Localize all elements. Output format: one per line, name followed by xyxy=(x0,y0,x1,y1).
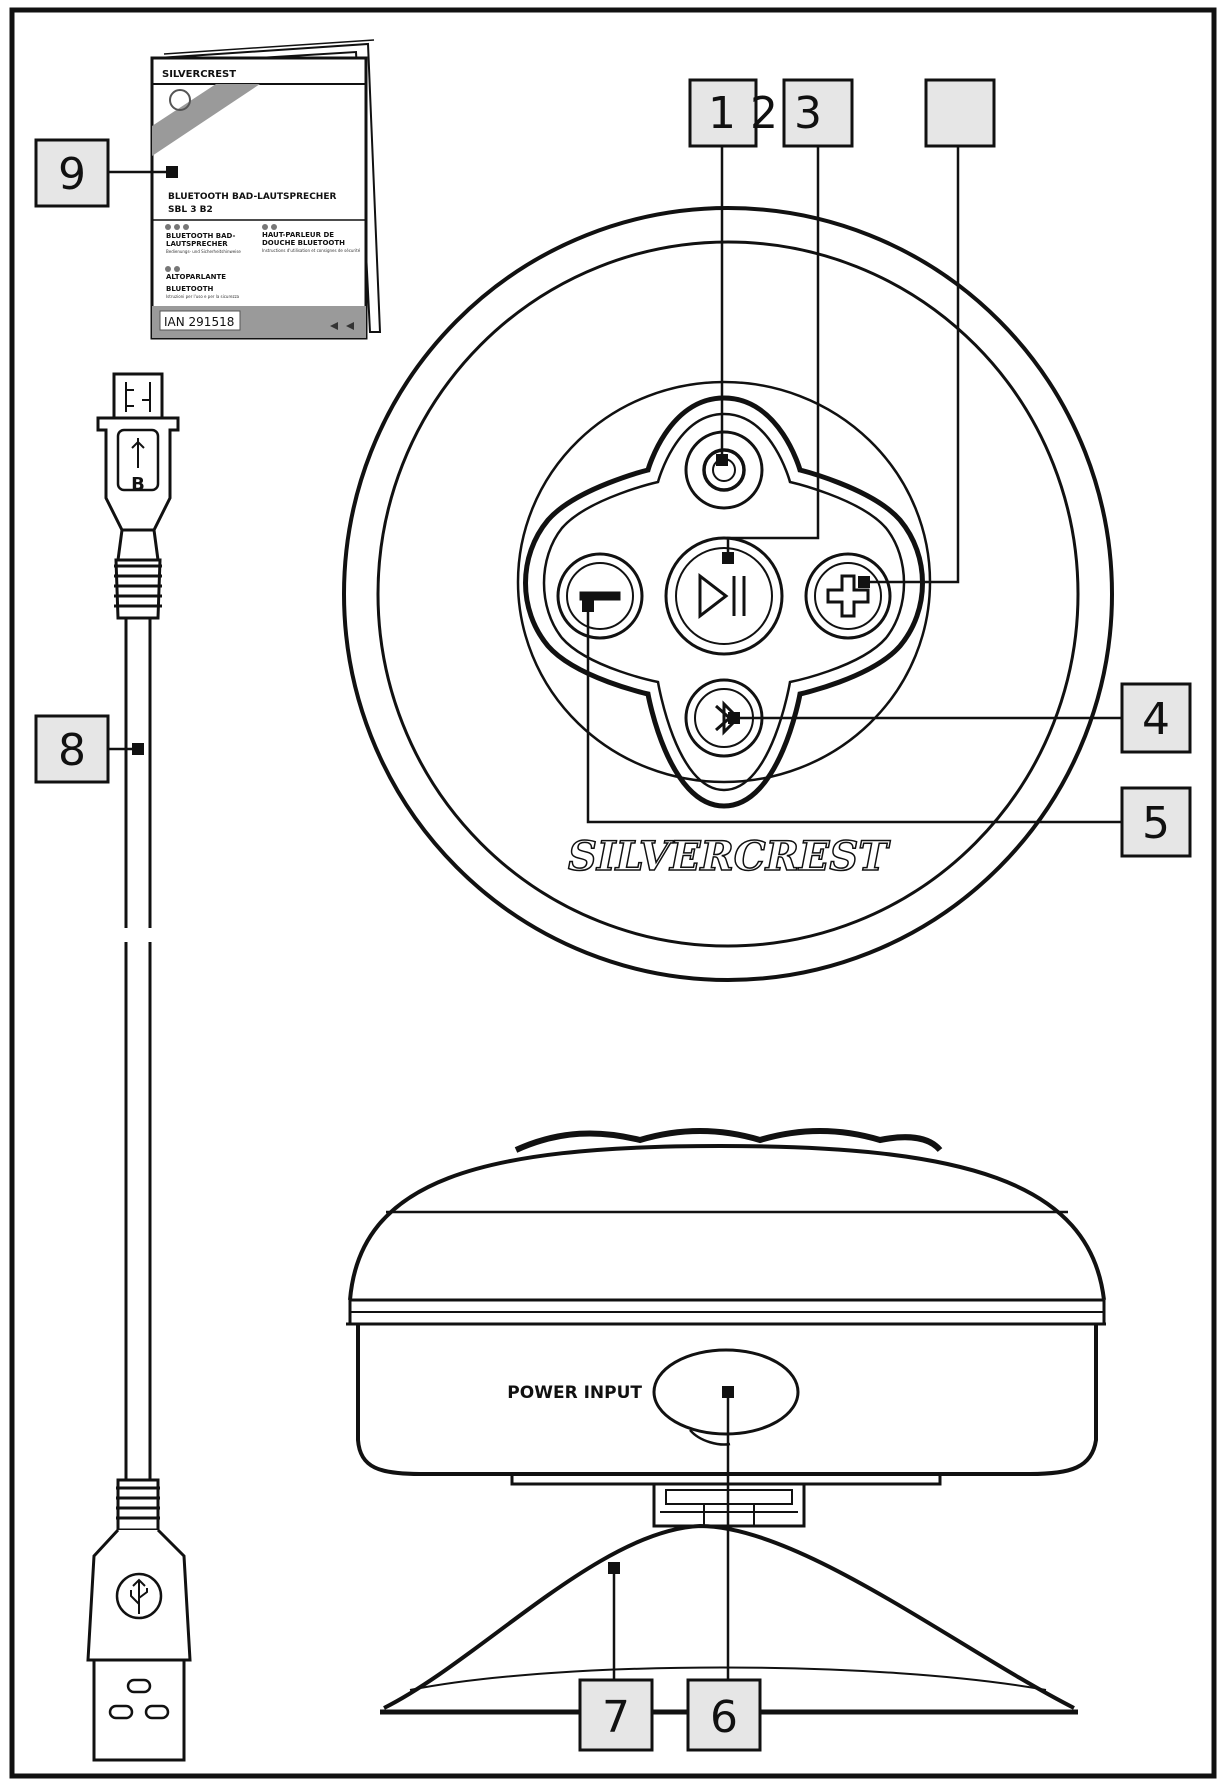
micro-plug-letter: B xyxy=(131,474,145,495)
speaker-dome xyxy=(348,1143,1106,1301)
svg-text:Bedienungs- und Sicherheitshin: Bedienungs- und Sicherheitshinweise xyxy=(166,249,241,254)
play-pause-icon xyxy=(698,572,746,620)
callout-5: 5 xyxy=(582,600,1192,858)
minus-icon xyxy=(579,591,621,601)
callout-2-label: 2 xyxy=(750,88,778,139)
volume-down-button[interactable] xyxy=(556,552,644,640)
callout-3-label: 3 xyxy=(794,88,822,139)
micro-usb-plug: B xyxy=(96,372,180,620)
svg-text:5: 5 xyxy=(1142,798,1170,849)
usb-a-plug xyxy=(86,1478,192,1762)
control-pad xyxy=(523,395,925,809)
callout-7: 7 xyxy=(578,1562,654,1752)
usb-cable: B xyxy=(86,372,192,1762)
speaker-inner-rim xyxy=(376,240,1080,948)
speaker-outer-rim xyxy=(342,206,1114,982)
speaker-side-view: POWER INPUT xyxy=(346,1128,1106,1715)
manual-language-column-it: ALTOPARLANTE BLUETOOTH Istruzioni per l'… xyxy=(165,266,240,299)
svg-text:BLUETOOTH BAD-: BLUETOOTH BAD- xyxy=(166,232,235,240)
svg-text:HAUT-PARLEUR DE: HAUT-PARLEUR DE xyxy=(262,231,334,239)
svg-text:9: 9 xyxy=(58,149,86,200)
power-button[interactable] xyxy=(684,430,764,510)
speaker-top-view: SILVERCREST xyxy=(342,206,1114,982)
page-frame xyxy=(9,7,1217,1779)
callout-9: 9 xyxy=(34,138,178,208)
callout-6: 6 xyxy=(686,1386,762,1752)
svg-text:Instructions d'utilisation et: Instructions d'utilisation et consignes … xyxy=(262,248,361,253)
usb-logo-circle xyxy=(115,1572,163,1620)
svg-text:Istruzioni per l'uso e per la: Istruzioni per l'uso e per la sicurezza xyxy=(166,294,240,299)
svg-text:LAUTSPRECHER: LAUTSPRECHER xyxy=(166,240,228,248)
play-pause-button[interactable] xyxy=(664,536,784,656)
manual-diagonal-band xyxy=(152,84,260,156)
power-input-label: POWER INPUT xyxy=(507,1383,642,1403)
suction-cup xyxy=(383,1523,1075,1710)
plus-icon xyxy=(826,574,870,618)
callout-1-label: 1 xyxy=(708,88,736,139)
svg-text:8: 8 xyxy=(58,725,86,776)
callout-blank xyxy=(858,78,996,588)
manual-title-line1: BLUETOOTH BAD-LAUTSPRECHER xyxy=(168,192,336,202)
volume-up-button[interactable] xyxy=(804,552,892,640)
manual-language-column-fr: HAUT-PARLEUR DE DOUCHE BLUETOOTH Instruc… xyxy=(262,224,361,253)
manual-header-logo: SILVERCREST xyxy=(162,69,236,80)
svg-text:ALTOPARLANTE: ALTOPARLANTE xyxy=(166,273,226,281)
callout-4: 4 xyxy=(728,682,1192,754)
callout-8: 8 xyxy=(34,714,144,784)
manual-title-line2: SBL 3 B2 xyxy=(168,205,213,215)
speaker-brand-logo: SILVERCREST xyxy=(568,833,891,880)
svg-text:DOUCHE BLUETOOTH: DOUCHE BLUETOOTH xyxy=(262,239,345,247)
callout-1-2-3: 1 2 3 xyxy=(688,78,854,564)
svg-text:6: 6 xyxy=(710,1692,738,1743)
manual-booklet: SILVERCREST BLUETOOTH BAD-LAUTSPRECHER S… xyxy=(150,39,382,340)
usb-icon xyxy=(130,1578,148,1614)
svg-text:BLUETOOTH: BLUETOOTH xyxy=(166,285,213,293)
manual-ian-number: IAN 291518 xyxy=(164,315,234,329)
svg-text:4: 4 xyxy=(1142,694,1170,745)
manual-language-column-de: BLUETOOTH BAD- LAUTSPRECHER Bedienungs- … xyxy=(165,224,241,254)
svg-text:7: 7 xyxy=(602,1692,630,1743)
speaker-body xyxy=(356,1324,1098,1476)
